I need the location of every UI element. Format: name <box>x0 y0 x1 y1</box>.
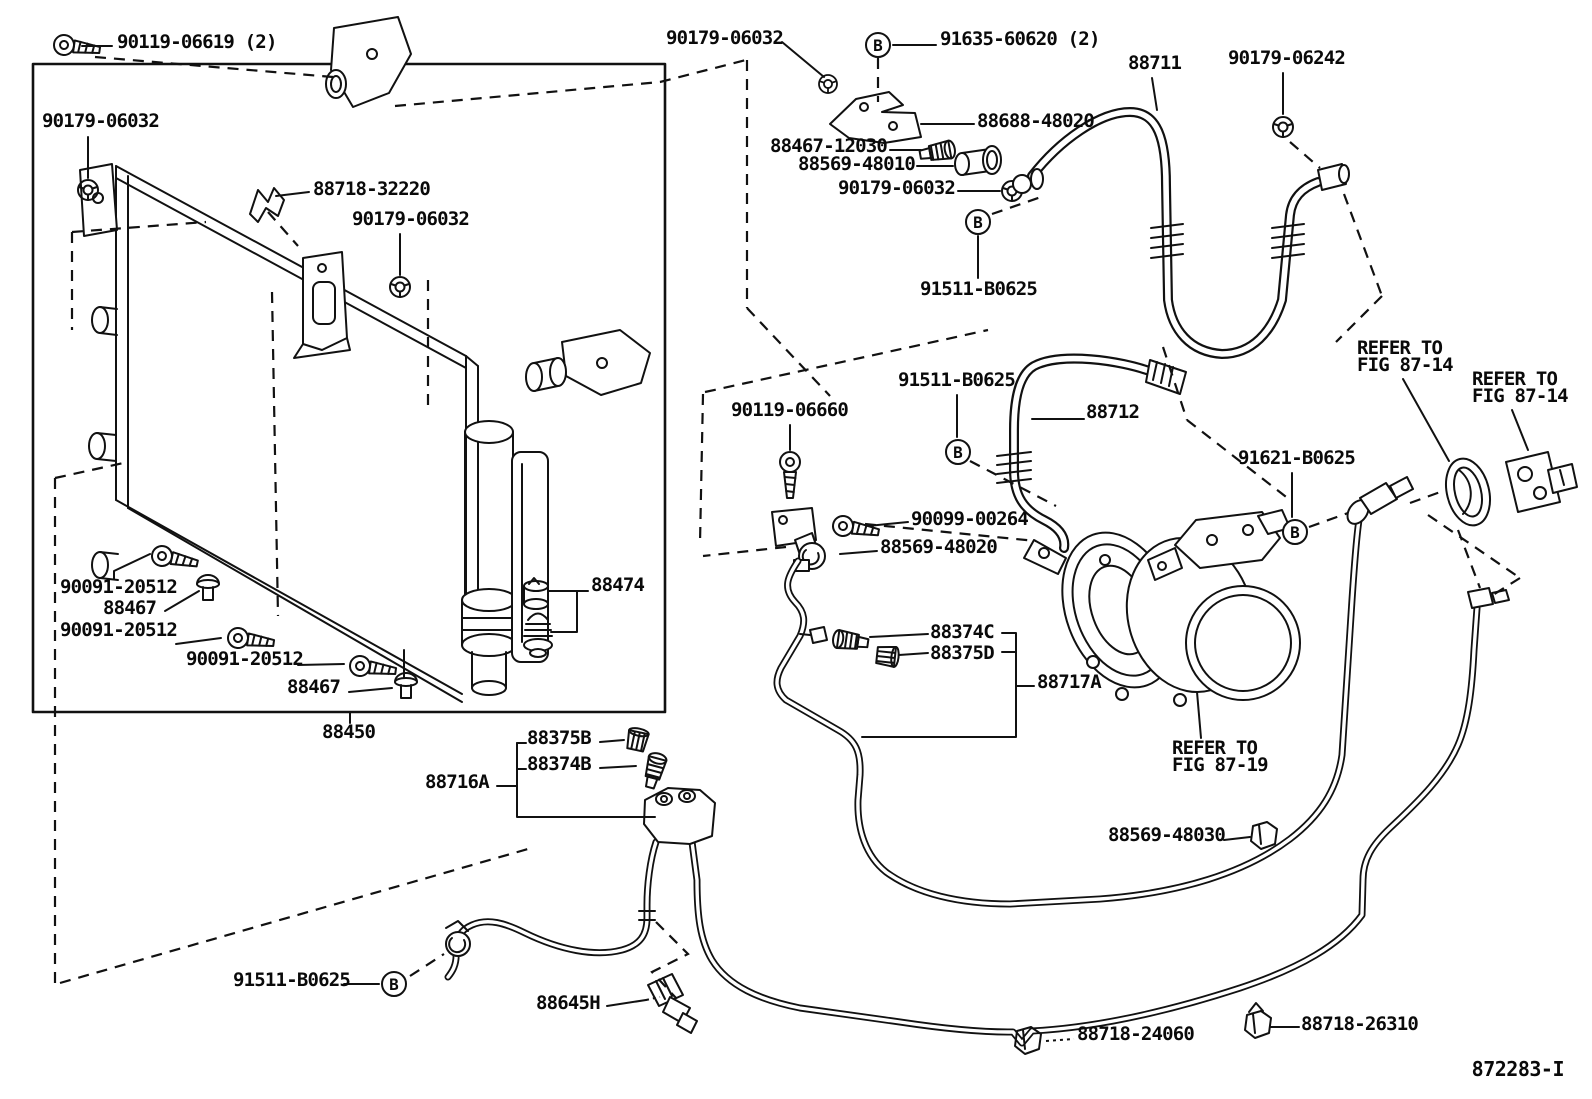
stud-88467-12030 <box>917 138 958 165</box>
service-fitting-88374C <box>799 626 871 654</box>
part-label-88374B: 88374B <box>527 753 592 775</box>
part-label-90099-00264: 90099-00264 <box>911 508 1029 530</box>
part-label-88569-48020: 88569-48020 <box>880 536 998 558</box>
part-label-88711: 88711 <box>1128 52 1182 74</box>
cushion-grommets-88467 <box>196 574 418 699</box>
part-label-90119-06660: 90119-06660 <box>731 399 849 421</box>
part-label-90091-20512-a: 90091-20512 <box>60 576 178 598</box>
right-bracket <box>525 329 651 396</box>
part-label-88374C: 88374C <box>930 621 995 643</box>
hose-ribs <box>996 451 1032 484</box>
part-label-88688-48020: 88688-48020 <box>977 110 1095 132</box>
pipe-clip-88718-26310 <box>1244 1010 1272 1039</box>
valve-88374B <box>640 750 669 791</box>
part-label-88467-a: 88467 <box>103 597 157 619</box>
detail-marker-b2: B <box>965 209 991 235</box>
part-label-90091-20512-b: 90091-20512 <box>60 619 178 641</box>
part-label-88375D: 88375D <box>930 642 995 664</box>
leader-lines <box>81 41 1529 1042</box>
condenser-side-tabs <box>88 306 119 581</box>
clamp-88569-48020 <box>793 532 826 572</box>
pipe-clamp-bottom-left <box>445 920 471 957</box>
part-label-91511-B0625-b: 91511-B0625 <box>898 369 1016 391</box>
detail-marker-b1: B <box>865 32 891 58</box>
part-label-88716A: 88716A <box>425 771 490 793</box>
clip-tab <box>1248 1002 1264 1013</box>
part-label-refer-87-14-b: REFER TO FIG 87-14 <box>1472 368 1569 407</box>
bracket-group-top <box>818 74 1023 202</box>
screw-90119-06660 <box>779 451 801 499</box>
hose-88711 <box>1012 107 1350 359</box>
hose-end-fitting <box>1012 174 1032 194</box>
block-connector <box>1505 451 1578 513</box>
hose-nipple <box>1145 359 1187 395</box>
part-label-90179-06032-d: 90179-06032 <box>838 177 956 199</box>
pipe-clamp-88569-48030 <box>1250 821 1278 850</box>
figure-code: 872283-I <box>1471 1057 1565 1081</box>
part-label-91511-B0625-c: 91511-B0625 <box>233 969 351 991</box>
part-label-88450: 88450 <box>322 721 376 743</box>
part-label-88712: 88712 <box>1086 401 1140 423</box>
part-label-88474: 88474 <box>591 574 645 596</box>
hose-ribs <box>1150 223 1305 259</box>
center-mount-bracket <box>293 251 351 359</box>
compressor <box>1061 509 1301 707</box>
part-label-88467-b: 88467 <box>287 676 341 698</box>
pipe-end-fitting-B <box>1467 587 1510 609</box>
hose-88712 <box>996 353 1187 575</box>
expansion-valve-assembly-88716A <box>624 725 716 845</box>
detail-marker-b4: B <box>1282 519 1308 545</box>
part-label-91511-B0625-a: 91511-B0625 <box>920 278 1038 300</box>
clamp-88569-48010 <box>954 145 1002 176</box>
part-label-90179-06242: 90179-06242 <box>1228 47 1346 69</box>
part-label-90119-06619: 90119-06619 (2) <box>117 31 277 53</box>
detail-marker-b3: B <box>945 439 971 465</box>
part-label-90179-06032-c: 90179-06032 <box>666 27 784 49</box>
part-label-88718-24060: 88718-24060 <box>1077 1023 1195 1045</box>
part-label-88569-48010: 88569-48010 <box>798 153 916 175</box>
liquid-pipe <box>688 604 1481 1047</box>
part-label-88645H: 88645H <box>536 992 601 1014</box>
pipe-clip-88718-32220 <box>249 187 285 223</box>
cap-88375D <box>875 644 901 669</box>
part-label-90179-06032-b: 90179-06032 <box>352 208 470 230</box>
part-label-91621-B0625: 91621-B0625 <box>1238 447 1356 469</box>
desiccant-parts-88474 <box>523 577 553 658</box>
part-label-90179-06032-a: 90179-06032 <box>42 110 160 132</box>
part-label-refer-87-14-a: REFER TO FIG 87-14 <box>1357 337 1454 376</box>
cap-88375B <box>624 725 651 753</box>
o-ring-seal <box>1445 457 1491 527</box>
part-label-refer-87-19: REFER TO FIG 87-19 <box>1172 737 1269 776</box>
washer-90179-06032-c <box>818 74 838 94</box>
part-label-88375B: 88375B <box>527 727 592 749</box>
bolt-90099-00264 <box>830 513 882 544</box>
part-label-88718-26310: 88718-26310 <box>1301 1013 1419 1035</box>
condenser-core <box>79 16 651 703</box>
assembly-dashed-lines <box>53 55 1521 999</box>
detail-marker-b5: B <box>381 971 407 997</box>
nut-90179-06242 <box>1272 116 1294 138</box>
part-label-88569-48030: 88569-48030 <box>1108 824 1226 846</box>
part-label-90091-20512-c: 90091-20512 <box>186 648 304 670</box>
upper-bracket <box>325 16 412 108</box>
part-label-88718-32220: 88718-32220 <box>313 178 431 200</box>
part-label-88467-12030: 88467-12030 <box>770 135 888 157</box>
part-label-91635-60620: 91635-60620 (2) <box>940 28 1100 50</box>
nut-90179-06032-b <box>389 276 411 298</box>
valve-branch-pipe <box>444 838 660 981</box>
pipe-end-fitting-A <box>1346 476 1414 525</box>
part-label-88717A: 88717A <box>1037 671 1102 693</box>
pressure-sensor-88645H <box>647 973 698 1034</box>
